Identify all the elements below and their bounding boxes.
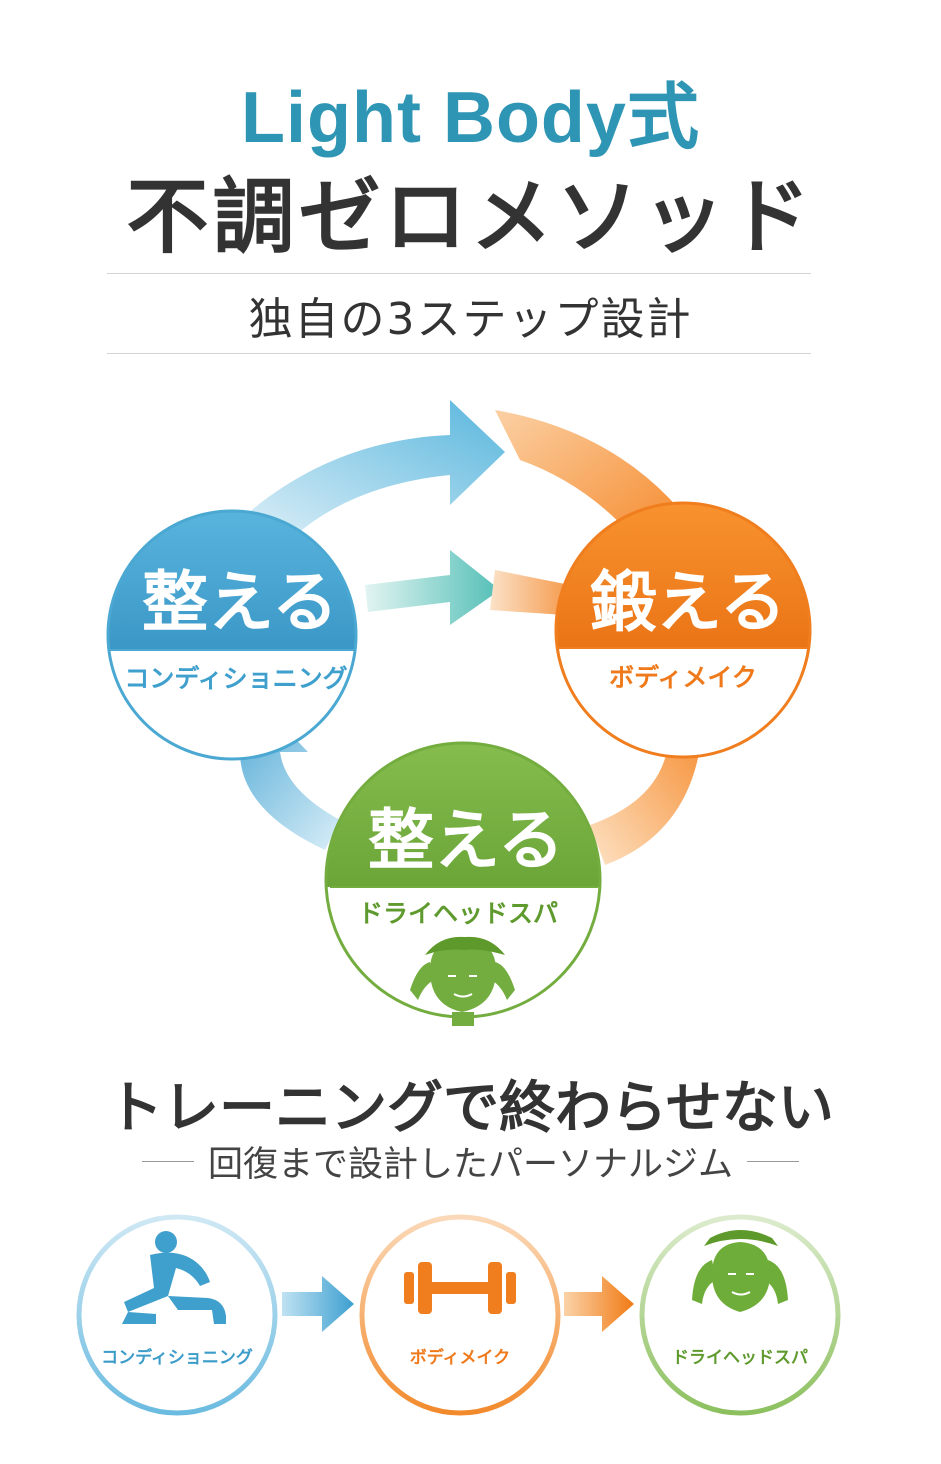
cycle-bottom-sublabel: ドライヘッドスパ <box>358 899 558 928</box>
flow-step-1-label: コンディショニング <box>101 1347 253 1368</box>
flow-step-bodymake: ボディメイク <box>359 1214 561 1416</box>
cycle-diagram: 整える コンディショニング 鍛える ボディメイク 整える ドライヘッドスパ <box>106 400 812 1026</box>
tagline-main: トレーニングで終わらせない <box>107 1076 834 1141</box>
subtitle: 独自の3ステップ設計 <box>248 294 693 345</box>
top-divider <box>107 273 811 274</box>
arc-arrow-blue <box>240 400 505 540</box>
flow-step-2-label: ボディメイク <box>410 1347 510 1368</box>
cycle-node-bodymake: 鍛える ボディメイク <box>554 501 812 759</box>
dash-right <box>747 1160 799 1162</box>
cycle-right-label: 鍛える <box>590 564 786 641</box>
dumbbell-icon <box>404 1262 516 1314</box>
main-title: 不調ゼロメソッド <box>126 170 815 265</box>
cycle-node-conditioning: 整える コンディショニング <box>106 509 358 761</box>
cycle-left-label: 整える <box>142 564 338 641</box>
stretch-person-icon <box>122 1231 226 1324</box>
brand-title: Light Body式 <box>241 78 700 158</box>
flow-arrow-2 <box>564 1276 634 1332</box>
arc-arrow-orange <box>495 410 680 545</box>
tagline-sub-row: 回復まで設計したパーソナルジム <box>0 1136 941 1186</box>
tagline-sub: 回復まで設計したパーソナルジム <box>207 1144 733 1185</box>
cycle-right-sublabel: ボディメイク <box>609 663 757 692</box>
head-spa-icon <box>692 1230 788 1312</box>
cycle-bottom-label: 整える <box>368 802 564 879</box>
flow-step-headspa: ドライヘッドスパ <box>639 1214 841 1416</box>
bottom-divider <box>107 353 811 354</box>
mid-arrow-teal <box>365 550 500 625</box>
flow-step-conditioning: コンディショニング <box>76 1214 278 1416</box>
flow-arrow-1 <box>282 1276 354 1332</box>
cycle-left-sublabel: コンディショニング <box>124 664 347 693</box>
mid-arrow-orange <box>490 570 570 615</box>
flow-diagram: コンディショニング ボディメイク <box>76 1214 841 1416</box>
flow-step-3-label: ドライヘッドスパ <box>672 1348 808 1368</box>
cycle-node-headspa: 整える ドライヘッドスパ <box>324 741 602 1026</box>
dash-left <box>141 1160 194 1162</box>
head-spa-icon <box>410 936 515 1026</box>
